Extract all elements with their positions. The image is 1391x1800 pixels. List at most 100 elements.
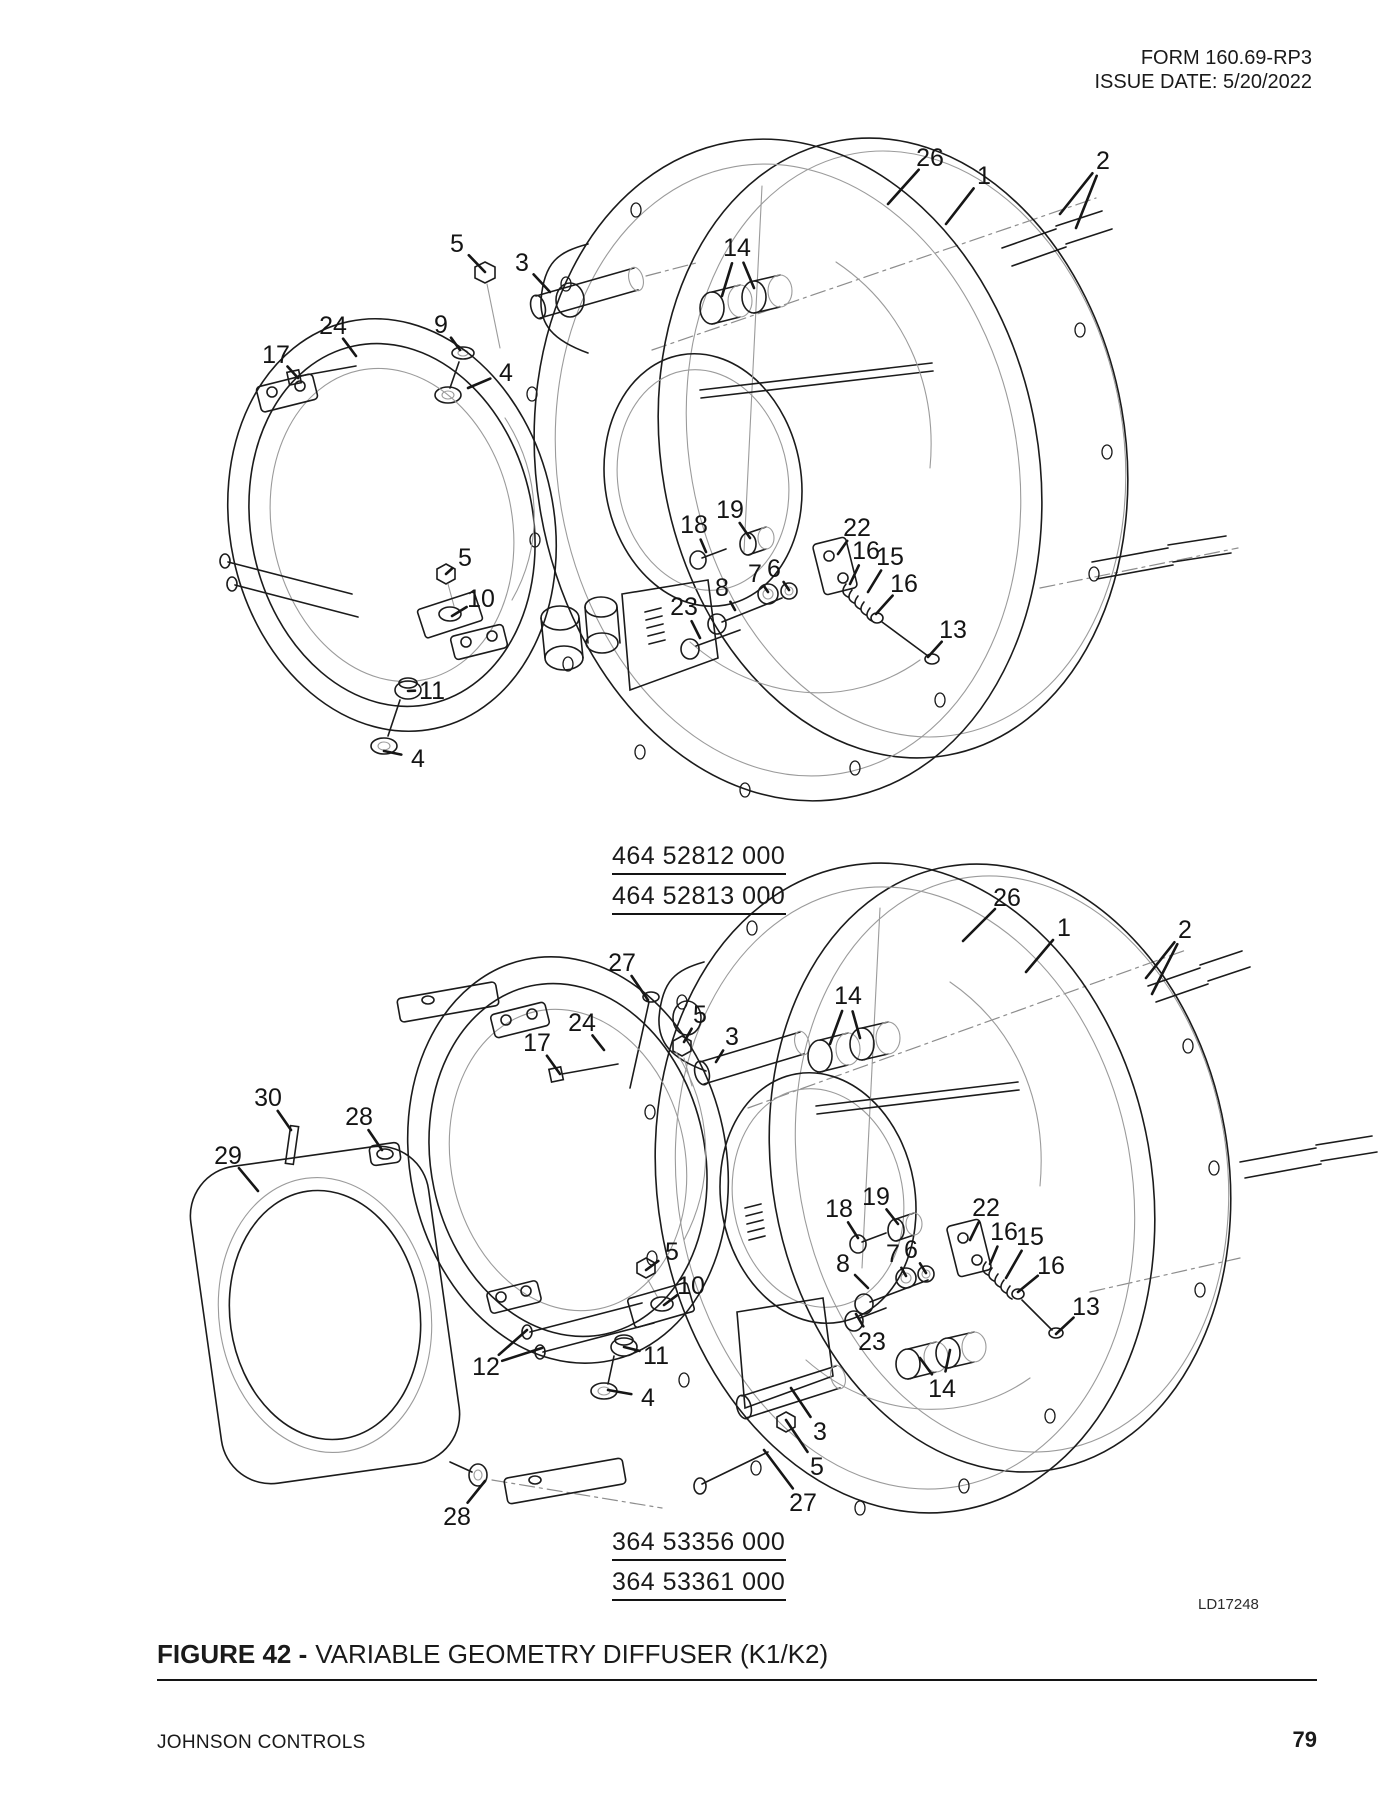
form-number: FORM 160.69-RP3 bbox=[1140, 47, 1312, 69]
callout-leader-line bbox=[961, 907, 997, 943]
callout-leader-line bbox=[854, 1312, 865, 1328]
link-bars-bottom bbox=[396, 981, 627, 1505]
callout-label-15: 15 bbox=[876, 543, 904, 571]
callout-leader-line bbox=[1016, 1274, 1040, 1294]
callout-label-18: 18 bbox=[825, 1195, 853, 1223]
callout-leader-line bbox=[444, 566, 454, 576]
callout-label-4: 4 bbox=[641, 1384, 655, 1412]
callout-label-19: 19 bbox=[716, 496, 744, 524]
callout-leader-line bbox=[237, 1166, 260, 1193]
part-number: 364 53356 000 bbox=[612, 1528, 787, 1561]
callout-label-5: 5 bbox=[693, 1001, 707, 1029]
callout-label-10: 10 bbox=[677, 1272, 705, 1300]
exploded-view-top bbox=[219, 137, 1239, 802]
callout-label-6: 6 bbox=[904, 1236, 918, 1264]
callout-leader-line bbox=[944, 1348, 952, 1373]
callout-label-28: 28 bbox=[345, 1103, 373, 1131]
callout-label-5: 5 bbox=[458, 544, 472, 572]
lower-bracket-top bbox=[540, 596, 666, 671]
callout-leader-line bbox=[606, 1388, 633, 1396]
ring-hardware-bottom bbox=[521, 1257, 696, 1400]
callout-leader-line bbox=[762, 1448, 795, 1490]
callout-label-16: 16 bbox=[990, 1218, 1018, 1246]
footer-company: JOHNSON CONTROLS bbox=[157, 1732, 366, 1753]
callout-label-10: 10 bbox=[467, 585, 495, 613]
callout-leader-line bbox=[497, 1328, 529, 1357]
callout-leader-line bbox=[738, 521, 752, 540]
callout-leader-line bbox=[918, 1262, 928, 1275]
callout-leader-line bbox=[662, 1293, 679, 1307]
callout-label-2: 2 bbox=[1096, 147, 1110, 175]
callout-leader-line bbox=[782, 580, 791, 592]
drawing-reference: LD17248 bbox=[1198, 1596, 1259, 1613]
part-numbers-top: 464 52812 000 464 52813 000 bbox=[612, 842, 787, 922]
part-number: 464 52813 000 bbox=[612, 882, 787, 915]
callout-leader-line bbox=[1024, 938, 1055, 974]
adjusting-ring-top bbox=[219, 317, 558, 733]
callout-label-18: 18 bbox=[680, 511, 708, 539]
callout-leader-line bbox=[1004, 1249, 1023, 1280]
callout-label-24: 24 bbox=[319, 312, 347, 340]
callout-leader-line bbox=[926, 640, 944, 659]
callout-leader-line bbox=[846, 1221, 860, 1240]
callout-leader-line bbox=[682, 1027, 693, 1044]
callout-leader-line bbox=[886, 168, 921, 206]
callout-label-23: 23 bbox=[670, 593, 698, 621]
callout-leader-line bbox=[848, 564, 861, 586]
callout-label-5: 5 bbox=[450, 230, 464, 258]
callout-leader-line bbox=[591, 1034, 606, 1052]
callout-label-29: 29 bbox=[214, 1142, 242, 1170]
callout-label-27: 27 bbox=[608, 949, 636, 977]
callout-leader-line bbox=[545, 1054, 562, 1076]
callout-leader-line bbox=[341, 337, 358, 358]
caption-divider bbox=[157, 1679, 1317, 1681]
callout-label-19: 19 bbox=[862, 1183, 890, 1211]
bushings-top bbox=[699, 274, 793, 325]
ring-hardware-top bbox=[370, 563, 484, 755]
actuator-cluster-bottom bbox=[844, 1212, 1064, 1339]
issue-date: ISSUE DATE: 5/20/2022 bbox=[1094, 71, 1312, 93]
callout-label-11: 11 bbox=[419, 677, 445, 705]
callout-leader-line bbox=[720, 261, 734, 298]
callout-label-4: 4 bbox=[411, 745, 425, 773]
callout-leader-line bbox=[729, 600, 737, 612]
callout-leader-line bbox=[276, 1109, 293, 1132]
diffuser-front-plate-bottom bbox=[644, 862, 1156, 1516]
callout-leader-line bbox=[690, 619, 702, 640]
callout-label-15: 15 bbox=[1016, 1223, 1044, 1251]
stud-pins-top-right bbox=[1001, 210, 1232, 580]
callout-leader-line bbox=[500, 1346, 544, 1363]
callout-label-16: 16 bbox=[852, 537, 880, 565]
callout-label-12: 12 bbox=[472, 1353, 500, 1381]
callout-leader-line bbox=[885, 1208, 900, 1226]
diffuser-back-plate-top bbox=[657, 137, 1129, 759]
part-numbers-bottom: 364 53356 000 364 53361 000 bbox=[612, 1528, 787, 1608]
callout-leader-line bbox=[1144, 940, 1176, 980]
callout-leader-line bbox=[988, 1245, 999, 1266]
part-number: 464 52812 000 bbox=[612, 842, 787, 875]
callout-label-17: 17 bbox=[262, 341, 290, 369]
callout-label-3: 3 bbox=[515, 249, 529, 277]
clamp-flange-bottom bbox=[189, 1124, 488, 1487]
callout-leader-line bbox=[853, 1273, 870, 1290]
callout-label-6: 6 bbox=[767, 555, 781, 583]
callout-leader-line bbox=[1074, 174, 1098, 230]
callout-label-14: 14 bbox=[834, 982, 862, 1010]
callout-leader-line bbox=[382, 749, 403, 756]
callout-leader-line bbox=[1054, 1316, 1075, 1336]
callout-label-8: 8 bbox=[715, 574, 729, 602]
callout-label-16: 16 bbox=[890, 570, 918, 598]
callout-leader-line bbox=[622, 1345, 641, 1353]
callout-leader-line bbox=[466, 377, 492, 390]
callout-label-11: 11 bbox=[643, 1342, 669, 1370]
callout-label-7: 7 bbox=[886, 1240, 900, 1268]
lower-fasteners-bottom bbox=[693, 1364, 846, 1495]
callout-leader-line bbox=[918, 1356, 934, 1376]
exploded-view-bottom bbox=[189, 862, 1378, 1516]
callout-label-3: 3 bbox=[725, 1023, 739, 1051]
callout-label-22: 22 bbox=[843, 514, 871, 542]
callout-leader-line bbox=[944, 187, 975, 226]
callout-label-2: 2 bbox=[1178, 916, 1192, 944]
